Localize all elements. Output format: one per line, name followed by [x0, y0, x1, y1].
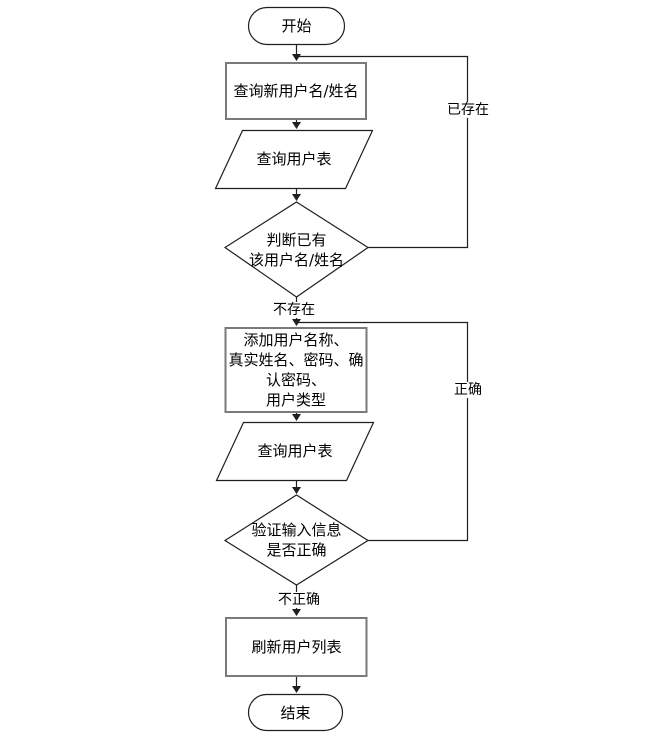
- terminator-start-shape: [247, 6, 346, 46]
- decision-validate-input-shape: [223, 494, 370, 586]
- process-query-new-user-shape: [225, 62, 367, 120]
- terminator-end-shape: [247, 693, 344, 732]
- decision-check-user-exists-shape: [223, 201, 370, 298]
- process-refresh-user-list-shape: [225, 617, 368, 677]
- process-add-user-info-shape: [224, 327, 368, 413]
- io-query-user-table-2-shape: [215, 421, 375, 482]
- edge-already-exists-loop: [297, 55, 469, 249]
- io-query-user-table-1-shape: [214, 129, 374, 190]
- edge-correct-loop: [297, 321, 469, 542]
